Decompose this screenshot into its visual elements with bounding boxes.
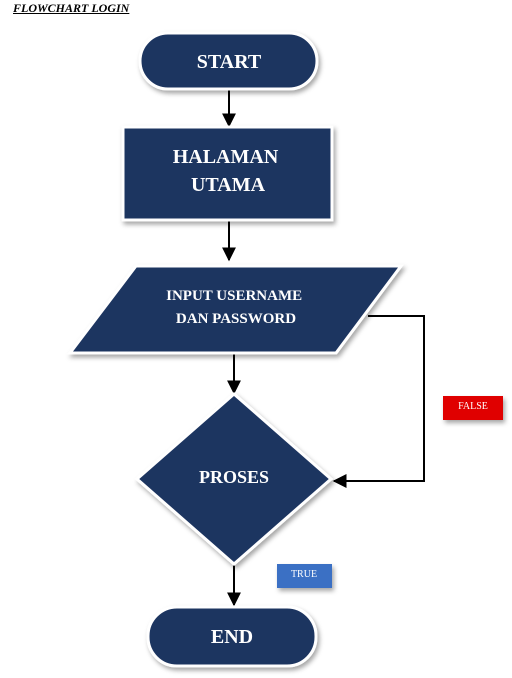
process-decision: [134, 392, 334, 566]
false-badge-label: FALSE: [458, 401, 488, 412]
end-label: END: [211, 626, 253, 648]
process-label: PROSES: [199, 467, 269, 487]
svg-text:HALAMAN UTAMA: HALAMAN UTAMA: [173, 146, 284, 196]
true-badge: [277, 564, 332, 588]
connector-false-loop: [332, 315, 425, 488]
end-terminator: [146, 605, 318, 668]
input-label-line1: INPUT USERNAME: [166, 288, 302, 304]
main-page-label-line1: HALAMAN: [173, 146, 279, 168]
false-badge: [443, 396, 503, 420]
svg-text:INPUT USERNAME DAN PASSWOR: INPUT USERNAME DAN PASSWORD: [166, 288, 306, 327]
true-badge-label: TRUE: [291, 569, 317, 580]
page-title: FLOWCHART LOGIN: [13, 1, 130, 15]
input-label-line2: DAN PASSWORD: [176, 311, 296, 327]
start-terminator: [138, 31, 319, 91]
start-label: START: [197, 51, 262, 73]
main-page-label-line2: UTAMA: [191, 174, 266, 196]
main-page-process: [121, 125, 334, 222]
input-parallelogram: [66, 264, 404, 355]
